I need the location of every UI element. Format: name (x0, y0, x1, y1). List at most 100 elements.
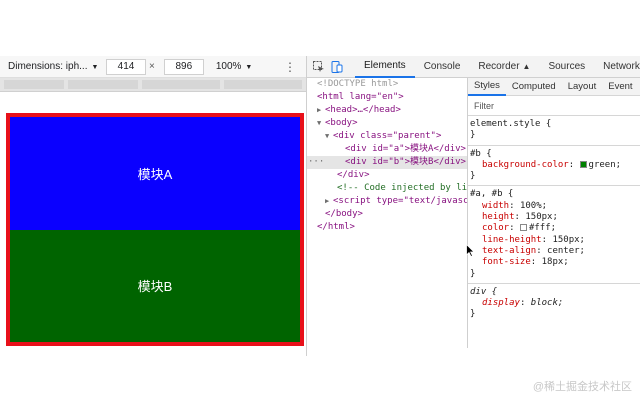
declaration-width[interactable]: width: 100%; (482, 200, 548, 211)
collapse-arrow-icon[interactable]: ▼ (317, 119, 322, 127)
dom-node[interactable]: </body> (307, 208, 467, 221)
dom-node[interactable]: <!-- Code injected by live-server --> (307, 182, 467, 195)
styles-tabbar: Styles Computed Layout Event (468, 78, 640, 96)
times-separator: × (149, 61, 155, 72)
ruler-segment[interactable] (224, 80, 302, 89)
rule-close: } (470, 130, 476, 141)
zoom-dropdown[interactable]: 100%▼ (216, 61, 253, 72)
tab-recorder[interactable]: Recorder ▲ (469, 56, 539, 78)
rule-selector[interactable]: #a, #b { (470, 189, 514, 200)
property-value: 18px; (541, 257, 569, 268)
property-name: width (482, 200, 510, 211)
more-options-icon[interactable]: ⋮ (284, 59, 296, 74)
dom-node[interactable]: <div id="a">模块A</div> (307, 143, 467, 156)
dom-node[interactable]: ▼<div class="parent"> (307, 130, 467, 143)
dom-node[interactable]: <!DOCTYPE html> (307, 78, 467, 91)
top-blank-area (0, 0, 640, 56)
rule-b: #b { background-color: green; } (468, 146, 640, 187)
styles-panel: Styles Computed Layout Event Filter elem… (468, 78, 640, 348)
declaration-display[interactable]: display: block; (482, 298, 564, 309)
block-b: 模块B (10, 229, 300, 342)
declaration-color[interactable]: color: #fff; (482, 223, 557, 234)
declaration-text-align[interactable]: text-align: center; (482, 245, 585, 256)
elements-dom-tree: <!DOCTYPE html> <html lang="en"> ▶<head>… (307, 78, 467, 348)
declaration-height[interactable]: height: 150px; (482, 212, 558, 223)
rule-close: } (470, 309, 476, 320)
tab-elements[interactable]: Elements (355, 56, 415, 78)
devtools-tabbar: Elements Console Recorder ▲ Sources Netw… (307, 56, 640, 78)
styles-divider[interactable] (467, 78, 468, 348)
dom-node[interactable]: </div> (307, 169, 467, 182)
property-value: #fff; (528, 223, 557, 234)
parent-container: 模块A 模块B (6, 113, 304, 346)
html-open-text: <html lang="en"> (317, 92, 404, 102)
property-name: line-height (482, 234, 542, 245)
dom-node[interactable]: </html> (307, 221, 467, 234)
property-name: text-align (482, 245, 537, 256)
rule-a-b: #a, #b { width: 100%; height: 150px; col… (468, 186, 640, 284)
rule-selector[interactable]: #b { (470, 148, 492, 159)
chevron-down-icon: ▼ (245, 64, 253, 71)
dom-node[interactable]: ▶<head>…</head> (307, 104, 467, 117)
dimensions-label: Dimensions: iph... (8, 61, 88, 72)
pane-divider[interactable] (306, 56, 307, 356)
property-name: height (482, 212, 515, 223)
node-actions-icon[interactable]: ··· (308, 157, 325, 167)
declaration-line-height[interactable]: line-height: 150px; (482, 234, 585, 245)
viewport-height-input[interactable]: 896 (163, 58, 204, 75)
tab-network[interactable]: Network (603, 61, 640, 72)
expand-arrow-icon[interactable]: ▶ (325, 197, 330, 205)
tab-sources[interactable]: Sources (548, 61, 586, 72)
inspect-element-icon[interactable] (313, 60, 325, 74)
tab-recorder-label: Recorder (478, 61, 520, 72)
tab-computed[interactable]: Computed (511, 81, 556, 92)
ruler-segment[interactable] (68, 80, 138, 89)
body-open-text: <body> (325, 118, 358, 128)
collapse-arrow-icon[interactable]: ▼ (325, 132, 330, 140)
device-toggle-icon[interactable] (331, 60, 343, 74)
declaration-background-color[interactable]: background-color: green; (482, 159, 622, 170)
div-a-text: <div id="a">模块A</div> (345, 144, 466, 154)
property-name: color (482, 223, 510, 234)
declaration-font-size[interactable]: font-size: 18px; (482, 257, 569, 268)
script-text: <script type="text/javascript"> (333, 196, 467, 206)
rule-selector[interactable]: element.style { (470, 119, 552, 129)
zoom-label: 100% (215, 61, 242, 72)
color-swatch-icon[interactable] (579, 160, 587, 168)
doctype-text: <!DOCTYPE html> (317, 79, 399, 89)
color-swatch-icon[interactable] (519, 224, 527, 232)
tab-console[interactable]: Console (423, 61, 461, 72)
ruler-segment[interactable] (142, 80, 220, 89)
styles-filter-input[interactable]: Filter (468, 96, 640, 116)
watermark: @稀土掘金技术社区 (532, 381, 632, 393)
tab-layout[interactable]: Layout (567, 81, 597, 92)
dimensions-dropdown[interactable]: Dimensions: iph...▼ (8, 61, 100, 72)
property-value: 100%; (519, 200, 548, 211)
property-value: block; (530, 298, 564, 309)
dom-node-selected[interactable]: ··· <div id="b">模块B</div> (307, 156, 467, 169)
html-close-text: </html> (317, 222, 355, 232)
ruler-segment[interactable] (4, 80, 64, 89)
rule-div-user-agent: div { display: block; } (468, 284, 640, 324)
head-text: <head>…</head> (325, 105, 401, 115)
property-value: 150px; (525, 212, 558, 223)
property-name: display (482, 298, 520, 309)
chevron-down-icon: ▼ (91, 64, 99, 71)
property-name: background-color (482, 159, 569, 170)
property-value: 150px; (552, 234, 585, 245)
tab-event-listeners[interactable]: Event (608, 81, 633, 92)
dom-node[interactable]: <html lang="en"> (307, 91, 467, 104)
tab-styles[interactable]: Styles (468, 78, 506, 96)
dom-node[interactable]: ▼<body> (307, 117, 467, 130)
dom-node[interactable]: ▶<script type="text/javascript"> (307, 195, 467, 208)
rule-close: } (470, 268, 476, 279)
property-value: green; (588, 159, 622, 170)
rule-element-style: element.style { } (468, 116, 640, 146)
rule-selector[interactable]: div { (470, 286, 498, 297)
block-a-text: 模块A (137, 166, 173, 182)
div-b-text: <div id="b">模块B</div> (345, 157, 466, 167)
block-a: 模块A (10, 117, 300, 230)
expand-arrow-icon[interactable]: ▶ (317, 106, 322, 114)
viewport-width-input[interactable]: 414 (106, 58, 146, 75)
